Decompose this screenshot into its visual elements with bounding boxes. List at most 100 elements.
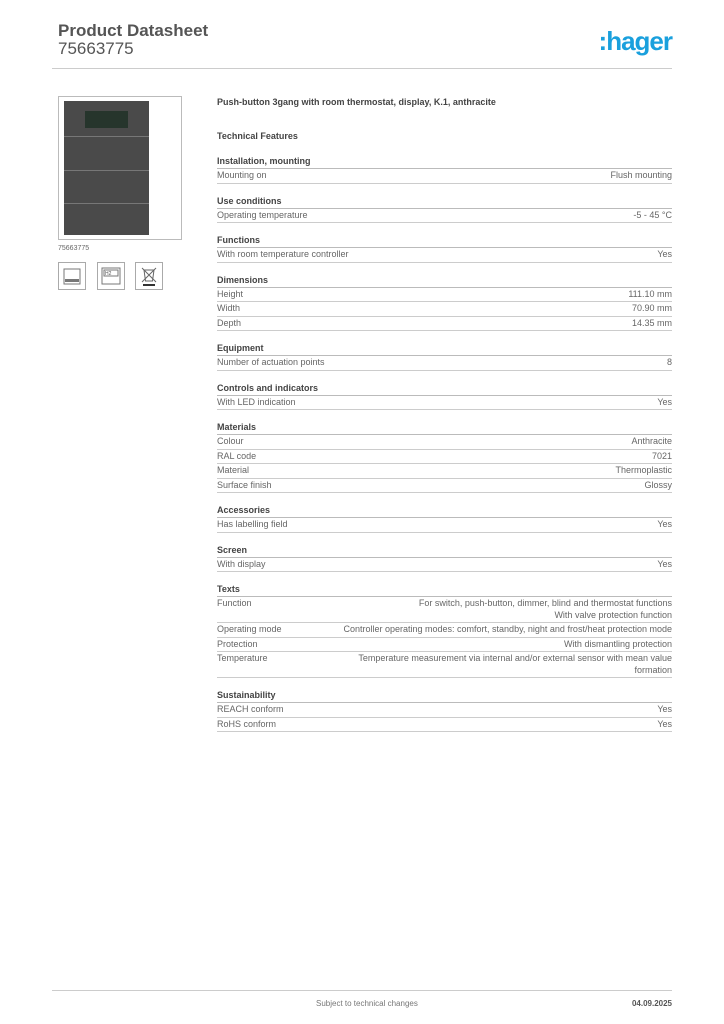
- section-title: Texts: [217, 583, 672, 597]
- spec-row: Function For switch, push-button, dimmer,…: [217, 597, 672, 623]
- spec-row: Height 111.10 mm: [217, 288, 672, 302]
- spec-label: RoHS conform: [217, 718, 277, 729]
- spec-value: 7021: [651, 450, 672, 461]
- weee-crossed-bin-icon: [135, 262, 163, 290]
- product-image: [58, 96, 182, 240]
- spec-label: Height: [217, 288, 244, 299]
- spec-value: 70.90 mm: [631, 303, 672, 313]
- spec-value: Yes: [657, 519, 672, 529]
- spec-value: With dismantling protection: [563, 638, 672, 649]
- spec-label: REACH conform: [217, 704, 284, 714]
- spec-label: Operating mode: [217, 624, 282, 634]
- spec-label: With room temperature controller: [217, 249, 349, 259]
- spec-label: Colour: [217, 436, 244, 446]
- section-title: Dimensions: [217, 274, 672, 288]
- spec-label: Material: [217, 465, 250, 475]
- display-text-icon: H2: [97, 262, 125, 290]
- section-title: Materials: [217, 421, 672, 435]
- svg-text:H2: H2: [105, 271, 112, 277]
- spec-row: Protection With dismantling protection: [217, 638, 672, 652]
- spec-value: Yes: [657, 558, 672, 569]
- spec-label: With LED indication: [217, 396, 296, 407]
- page-title: Product Datasheet: [58, 21, 209, 40]
- spec-value: Controller operating modes: comfort, sta…: [343, 624, 672, 634]
- display-device-icon: [58, 262, 86, 290]
- spec-row: Operating mode Controller operating modes…: [217, 623, 672, 638]
- spec-value: Yes: [657, 704, 672, 714]
- product-title: Push-button 3gang with room thermostat, …: [217, 97, 496, 107]
- device-display: [85, 111, 128, 128]
- spec-row: Colour Anthracite: [217, 435, 672, 450]
- spec-row: Surface finish Glossy: [217, 479, 672, 493]
- technical-features: Push-button 3gang with room thermostat, …: [217, 96, 672, 732]
- spec-label: Surface finish: [217, 479, 272, 490]
- device-picture: [64, 101, 149, 235]
- features-title: Technical Features: [217, 131, 298, 141]
- spec-value: Thermoplastic: [615, 465, 672, 475]
- hager-logo: :hager: [598, 26, 673, 56]
- spec-row: RAL code 7021: [217, 450, 672, 464]
- spec-row: RoHS conform Yes: [217, 718, 672, 732]
- section-title: Equipment: [217, 342, 672, 356]
- spec-row: Has labelling field Yes: [217, 518, 672, 533]
- spec-value: 14.35 mm: [631, 317, 672, 328]
- section-title: Installation, mounting: [217, 155, 672, 169]
- spec-label: Has labelling field: [217, 519, 288, 529]
- spec-row: Temperature Temperature measurement via i…: [217, 652, 672, 678]
- spec-value: Anthracite: [631, 436, 672, 446]
- spec-row: Width 70.90 mm: [217, 302, 672, 317]
- spec-value: Yes: [657, 718, 672, 729]
- spec-value: Flush mounting: [610, 170, 672, 180]
- spec-row: Depth 14.35 mm: [217, 317, 672, 331]
- spec-row: REACH conform Yes: [217, 703, 672, 718]
- spec-label: RAL code: [217, 450, 257, 461]
- section-title: Use conditions: [217, 195, 672, 209]
- section-title: Screen: [217, 544, 672, 558]
- spec-value: Temperature measurement via internal and…: [358, 653, 672, 675]
- spec-value: Yes: [657, 396, 672, 407]
- spec-label: Operating temperature: [217, 209, 308, 220]
- spec-value: Yes: [657, 249, 672, 259]
- spec-value: 111.10 mm: [628, 288, 672, 299]
- spec-label: Depth: [217, 317, 242, 328]
- spec-value: 8: [666, 357, 672, 367]
- spec-row: Mounting on Flush mounting: [217, 169, 672, 184]
- spec-value: For switch, push-button, dimmer, blind a…: [418, 598, 672, 620]
- header-divider: [52, 68, 672, 69]
- spec-label: Number of actuation points: [217, 357, 325, 367]
- image-caption: 75663775: [58, 245, 90, 252]
- footer-note: Subject to technical changes: [316, 999, 418, 1008]
- section-title: Functions: [217, 234, 672, 248]
- spec-label: With display: [217, 558, 266, 569]
- spec-row: Number of actuation points 8: [217, 356, 672, 371]
- spec-row: With display Yes: [217, 558, 672, 572]
- spec-label: Temperature: [217, 653, 268, 663]
- spec-row: Material Thermoplastic: [217, 464, 672, 479]
- section-title: Controls and indicators: [217, 382, 672, 396]
- spec-label: Protection: [217, 638, 258, 649]
- spec-row: Operating temperature -5 - 45 °C: [217, 209, 672, 223]
- footer-date: 04.09.2025: [631, 999, 672, 1008]
- footer-divider: [52, 990, 672, 991]
- product-number: 75663775: [58, 39, 134, 58]
- spec-label: Function: [217, 598, 252, 608]
- spec-value: Glossy: [644, 479, 672, 490]
- section-title: Accessories: [217, 504, 672, 518]
- section-title: Sustainability: [217, 689, 672, 703]
- spec-row: With room temperature controller Yes: [217, 248, 672, 263]
- spec-label: Width: [217, 303, 241, 313]
- spec-row: With LED indication Yes: [217, 396, 672, 410]
- spec-value: -5 - 45 °C: [633, 209, 672, 220]
- spec-label: Mounting on: [217, 170, 267, 180]
